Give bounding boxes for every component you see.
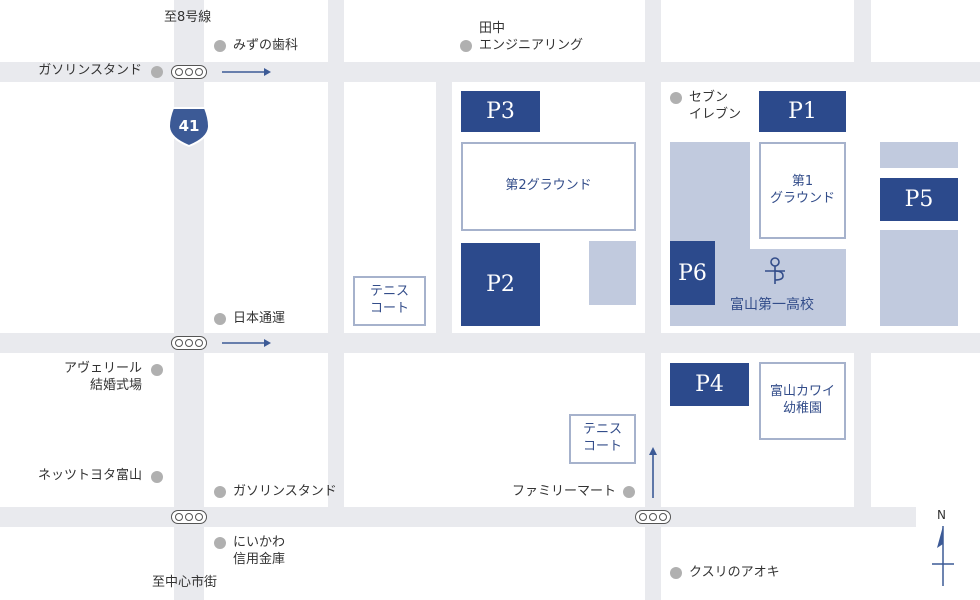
tennis-court-west: テニス コート [353, 276, 426, 326]
traffic-signal-icon [171, 65, 207, 79]
landmark-marker-icon [460, 40, 472, 52]
building-area-east [880, 230, 958, 326]
landmark-marker-icon [151, 364, 163, 376]
road-vertical-5 [854, 0, 871, 82]
landmark-marker-icon [623, 486, 635, 498]
landmark-family-mart: ファミリーマート [511, 484, 616, 499]
direction-label-north: 至8号線 [164, 10, 212, 25]
landmark-seven-eleven: セブン イレブン [689, 90, 742, 122]
route-41-number: 41 [179, 117, 200, 135]
road-vertical-2 [328, 0, 344, 507]
landmark-kusuri-aoki: クスリのアオキ [689, 565, 780, 580]
parking-p3: P3 [461, 91, 540, 132]
parking-p4: P4 [670, 363, 749, 406]
landmark-netz-toyota: ネッツトヨタ富山 [37, 468, 142, 483]
road-horizontal-south [0, 507, 916, 527]
landmark-gas-station-sw: ガソリンスタンド [233, 484, 337, 499]
road-horizontal-middle [0, 333, 980, 353]
parking-p5: P5 [880, 178, 958, 221]
parking-p2: P2 [461, 243, 540, 326]
school-name-label: 富山第一高校 [730, 297, 814, 313]
landmark-marker-icon [214, 537, 226, 549]
route-41-shield-icon: 41 [167, 107, 211, 148]
road-vertical-4 [645, 0, 661, 600]
ground-1: 第1 グラウンド [759, 142, 846, 239]
landmark-marker-icon [670, 567, 682, 579]
landmark-tanaka-engineering: 田中 エンジニアリング [479, 21, 584, 53]
landmark-nippon-tsuun: 日本通運 [233, 311, 286, 326]
parking-p1: P1 [759, 91, 846, 132]
landmark-marker-icon [214, 40, 226, 52]
landmark-gas-station-nw: ガソリンスタンド [38, 63, 142, 78]
landmark-mizuno-dental: みずの歯科 [233, 38, 299, 53]
landmark-marker-icon [151, 471, 163, 483]
building-area-small [589, 241, 636, 305]
building-area-east-top [880, 142, 958, 168]
road-vertical-6 [854, 353, 871, 507]
parking-p6: P6 [670, 241, 715, 305]
landmark-marker-icon [214, 313, 226, 325]
traffic-signal-icon [171, 510, 207, 524]
landmark-avelir-wedding: アヴェリール 結婚式場 [63, 361, 142, 393]
direction-label-south: 至中心市街 [152, 575, 218, 590]
arrow-east-north-road-icon [222, 68, 271, 76]
landmark-marker-icon [151, 66, 163, 78]
road-route-41 [174, 0, 204, 600]
landmark-marker-icon [670, 92, 682, 104]
tennis-court-south: テニス コート [569, 414, 636, 464]
arrow-east-middle-road-icon [222, 339, 271, 347]
traffic-signal-icon [635, 510, 671, 524]
compass-north-arrow-icon [932, 526, 954, 586]
ground-2: 第2グラウンド [461, 142, 636, 231]
landmark-marker-icon [214, 486, 226, 498]
compass-north-label: N [937, 508, 946, 522]
arrow-north-icon [649, 447, 657, 498]
road-vertical-3 [436, 82, 452, 333]
school-emblem-icon [765, 257, 785, 284]
road-horizontal-north [0, 62, 980, 82]
kawai-kindergarten: 富山カワイ 幼稚園 [759, 362, 846, 440]
landmark-niikawa-bank: にいかわ 信用金庫 [233, 535, 286, 567]
traffic-signal-icon [171, 336, 207, 350]
